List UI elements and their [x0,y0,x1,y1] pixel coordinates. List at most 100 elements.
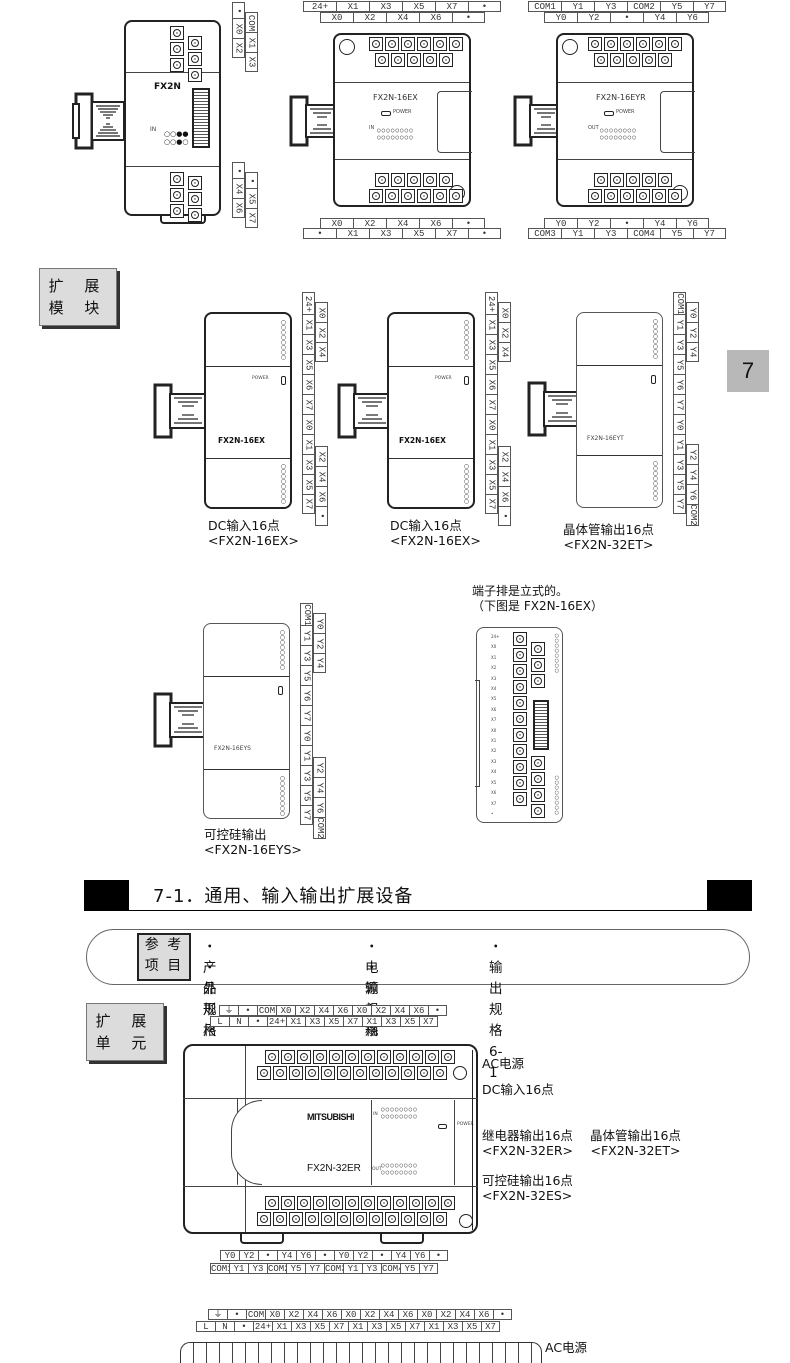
terminal-label: N [215,1321,234,1332]
section-heading-bar: 7-1．通用、输入输出扩展设备 [84,880,752,911]
extension-cable-icon [153,383,207,439]
terminal-label: • [227,1309,246,1320]
terminal-label: X3 [443,1321,462,1332]
narrow-lower-terminals-col1: • X4 X6 [232,162,245,218]
terminal-label: COM [257,1005,276,1016]
in-led-indicators: ○○○○○○○○○○○○○○○○ [381,1106,418,1120]
terminal-col-right-top: X0 X2 X4 [498,302,511,362]
extension-cable-icon [337,383,391,439]
terminal-label: X3 [367,1321,386,1332]
terminal-label: X6 [333,1005,352,1016]
16ex-top-terminals-row1: 24+ X1 X3 X5 X7 • [303,1,501,12]
16eyr-top-terminals-row1: COM1 Y1 Y3 COM2 Y5 Y7 [528,1,726,12]
terminal-label: X4 [379,1309,398,1320]
out-led-indicators: ○○○○○○○○○○○○○○○○ [381,1162,418,1176]
terminal-label: COM [246,1309,265,1320]
terminal-label: Y6 [410,1250,429,1261]
terminal-col-right-top: Y0 Y2 Y4 [313,613,326,673]
terminal-col-right-bottom: X2 X4 X6 • [315,446,328,526]
model-label: FX2N-16EYR [596,93,646,102]
model-label: FX2N-16EX [218,436,265,445]
terminal-label: X7 [481,1321,500,1332]
in-label: IN [369,125,375,131]
terminal-col-right-bottom: Y2 Y4 Y6 COM2 [686,444,699,526]
reference-box: 参 考 项 目 ・产品规格 1-2、1-4 ・电源规格 4-1 ・输出规格 6-… [86,929,750,1102]
terminal-label: X7 [329,1321,348,1332]
terminal-label: X3 [305,1016,324,1027]
led-column: ○○○○○○○○ [652,460,658,502]
16ex-bottom-terminals-row2: • X1 X3 X5 X7 • [303,228,501,239]
extension-cable-icon [153,692,207,748]
terminal-label: X2 [371,1005,390,1016]
terminal-label: X5 [462,1321,481,1332]
terminal-col-right-top: X0 X2 X4 [315,302,328,362]
terminal-label: • [248,1016,267,1027]
bus-connector [533,700,549,750]
ref-link-output-spec[interactable]: ・输出规格 6-1 [489,939,503,1081]
note-scr-output: 可控硅输出16点 <FX2N-32ES> [482,1173,573,1203]
model-label: FX2N-32ER [307,1163,361,1174]
module-body: ○○○○○○○○ POWER FX2N-16EX ○○○○○○○○ [204,312,292,509]
terminal-label: X6 [398,1309,417,1320]
terminal-label: COM4 [381,1263,400,1274]
terminal-label: L [196,1321,215,1332]
led-column: ○○○○○○○○ [280,463,286,505]
terminal-label: X6 [474,1309,493,1320]
narrow-upper-terminals-col2: COM X1 X3 [245,12,258,72]
terminal-label: COM1 [210,1263,229,1274]
led-column: ○○○○○○○○ [279,775,285,817]
terminal-label: X4 [303,1309,322,1320]
16ex-top-terminals-row2: X0 X2 X4 X6 • [320,12,485,23]
model-label: FX2N-16EX [373,93,418,102]
terminal-label: Y7 [305,1263,324,1274]
terminal-label: • [493,1309,512,1320]
terminal-label: COM2 [267,1263,286,1274]
terminal-label: Y1 [343,1263,362,1274]
expansion-unit-label: 扩 展 单 元 [86,1003,164,1061]
note-ac-power: AC电源 [545,1340,588,1355]
terminal-col-left: 24+ X1 X3 X5 X6 X7 X0 X1 X3 X5 X7 [302,292,315,514]
extension-cable-icon [289,95,339,147]
vertical-labels: 24+ X0 X1 X2 X3 X4 X5 X6 X7 X0 X1 X2 X3 … [491,634,500,816]
chapter-tab[interactable]: 7 [727,350,769,392]
note-transistor-output: 晶体管输出16点 <FX2N-32ET> [590,1128,681,1158]
led-column: ○○○○○○○○ [279,629,285,671]
terminal-label: • [238,1005,257,1016]
terminal-label: X7 [343,1016,362,1027]
note-ac-power: AC电源 [482,1056,525,1071]
section-title: 7-1．通用、输入输出扩展设备 [153,886,414,907]
terminal-label: • [315,1250,334,1261]
extension-cable-icon [527,381,581,437]
terminal-label: Y2 [353,1250,372,1261]
terminal-label: X1 [272,1321,291,1332]
note-relay-output: 继电器输出16点 <FX2N-32ER> [482,1128,574,1158]
terminal-label: X2 [284,1309,303,1320]
terminal-label: Y3 [362,1263,381,1274]
terminal-label: X0 [276,1005,295,1016]
terminal-label: • [428,1005,447,1016]
vertical-module-body: 24+ X0 X1 X2 X3 X4 X5 X6 X7 X0 X1 X2 X3 … [475,627,563,823]
terminal-label: X3 [381,1016,400,1027]
terminal-label: X2 [436,1309,455,1320]
vertical-terminal-note: 端子排是立式的。 （下图是 FX2N-16EX） [472,584,603,613]
power-label: POWER [435,376,452,381]
terminal-label: X4 [314,1005,333,1016]
terminal-label: X0 [417,1309,436,1320]
16eyr-bottom-terminals-row2: COM3 Y1 Y3 COM4 Y5 Y7 [528,228,726,239]
terminal-label: 24+ [267,1016,286,1027]
module-16ex-body: FX2N-16EX POWER IN ○○○○○○○○○○○○○○○○ [333,33,472,207]
terminal-label: X0 [341,1309,360,1320]
terminal-label: X6 [322,1309,341,1320]
terminal-label: X4 [455,1309,474,1320]
note-dc-input: DC输入16点 [482,1082,554,1097]
terminal-label: X3 [291,1321,310,1332]
terminal-label: X5 [310,1321,329,1332]
terminal-label: X0 [352,1005,371,1016]
led-indicators: ○○○○○○○○○○○○○○○○ [600,127,637,141]
led-indicators: ○○○○○○○○○○○○○○○○ [377,127,414,141]
terminal-label: Y0 [220,1250,239,1261]
expansion-module-label: 扩 展 模 块 [39,268,117,326]
terminal-label: N [229,1016,248,1027]
16eyr-top-terminals-row2: Y0 Y2 • Y4 Y6 [544,12,709,23]
